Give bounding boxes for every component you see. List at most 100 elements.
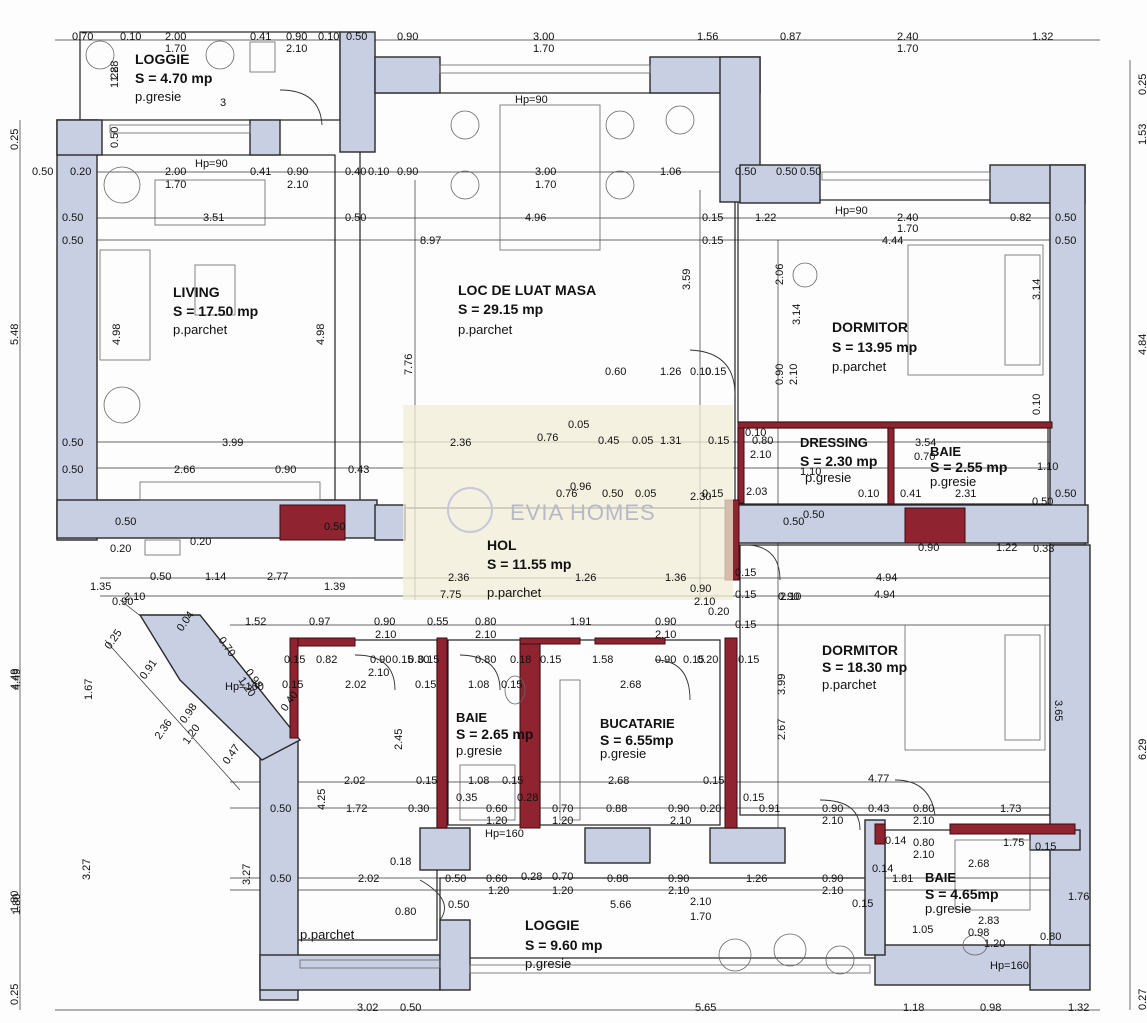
dressing-floor: p.gresie [805, 470, 851, 485]
dimension-label: 2.10 [690, 896, 711, 908]
room-labels: LOGGIE S = 4.70 mp p.gresie LIVING S = 1… [135, 51, 1007, 971]
walls [56, 31, 1091, 1001]
dimension-label: 1.20 [486, 815, 507, 827]
dimension-label: 1.26 [575, 572, 596, 584]
dimension-label: 0.15 [705, 366, 726, 378]
dimension-label: 3.54 [915, 437, 936, 449]
dimension-label: 1.08 [468, 679, 489, 691]
watermark-text: EVIA HOMES [510, 500, 656, 525]
dimension-label: 1.20 [984, 938, 1005, 950]
partition-walls [279, 421, 1076, 845]
dimension-label: 2.10 [780, 591, 801, 603]
dimension-label: 1.70 [165, 179, 186, 191]
hall-name: HOL [487, 537, 517, 553]
dimension-label: 0.70 [914, 451, 935, 463]
dimension-label: 2.10 [913, 815, 934, 827]
dimension-label: 0.50 [776, 166, 797, 178]
dimension-label: 2.10 [286, 43, 307, 55]
dimension-label: 0.30 [408, 803, 429, 815]
dimension-label: 2.00 [165, 166, 186, 178]
dimension-label: 0.88 [606, 803, 627, 815]
dimension-label: 2.45 [393, 729, 405, 750]
dimension-label: 1.39 [324, 581, 345, 593]
dimension-label: 0.15 [284, 654, 305, 666]
dimension-label: 4.94 [874, 589, 895, 601]
dimension-label: 2.10 [670, 815, 691, 827]
dimension-label: 3.59 [681, 269, 693, 290]
dimension-label: 0.90 [286, 31, 307, 43]
dimension-label: 4.96 [525, 212, 546, 224]
dimension-label: 0.80 [475, 654, 496, 666]
dimension-label: 2.36 [153, 717, 175, 741]
dimension-label: 0.18 [510, 654, 531, 666]
dimension-label: 4.49 [9, 669, 21, 690]
dimension-label: 0.80 [475, 616, 496, 628]
dimension-label: 0.90 [275, 464, 296, 476]
dimension-label: 0.90 [668, 803, 689, 815]
living-floor: p.parchet [173, 322, 228, 337]
dimension-label: 3 [220, 97, 226, 109]
furniture [85, 40, 1046, 975]
living-name: LIVING [173, 284, 220, 300]
dimension-label: Hp=90 [195, 158, 228, 170]
dimension-label: 0.80 [913, 837, 934, 849]
dimension-label: 2.31 [955, 488, 976, 500]
dimension-label: 3.27 [241, 864, 253, 885]
dimension-label: 0.25 [103, 627, 125, 651]
dimension-label: 2.10 [475, 629, 496, 641]
dimension-label: 0.50 [32, 166, 53, 178]
dimension-label: 5.48 [9, 324, 21, 345]
dimension-label: 1.76 [1068, 891, 1089, 903]
dimension-label: 0.50 [735, 166, 756, 178]
dimension-label: Hp=160 [990, 960, 1029, 972]
dimension-label: 2.10 [124, 591, 145, 603]
dimension-label: 2.83 [978, 915, 999, 927]
dimension-label: 1.36 [665, 572, 686, 584]
dimension-label: 0.50 [783, 516, 804, 528]
dimension-label: 0.15 [683, 654, 704, 666]
dimension-label: 0.20 [190, 536, 211, 548]
dimension-label: 1.70 [897, 223, 918, 235]
dimension-label: 0.15 [852, 898, 873, 910]
dimension-label: 2.68 [620, 679, 641, 691]
dimension-label: 0.80 [752, 435, 773, 447]
dimension-label: 0.15 [702, 212, 723, 224]
bath1-floor: p.gresie [930, 474, 976, 489]
dimension-label: 2.10 [694, 596, 715, 608]
dimension-label: 0.50 [62, 212, 83, 224]
dimension-label: 0.20 [697, 654, 718, 666]
dimension-label: 0.41 [250, 166, 271, 178]
dimension-label: 0.15 [708, 435, 729, 447]
bath2-floor: p.gresie [456, 743, 502, 758]
dimension-label: 1.35 [90, 581, 111, 593]
dimension-label: 0.90 [370, 654, 391, 666]
dimension-label: 1.28 [109, 61, 121, 82]
dimension-label: 0.50 [345, 212, 366, 224]
dimension-label: 1.22 [996, 542, 1017, 554]
dimension-label: 0.15 [702, 235, 723, 247]
dimension-label: 5.65 [695, 1002, 716, 1014]
dimension-label: 4.49 [11, 669, 23, 690]
dimension-label: 1.10 [800, 466, 821, 478]
dimension-label: 0.15 [418, 654, 439, 666]
dimension-label: 0.10 [1031, 394, 1043, 415]
dimension-label: 0.43 [348, 464, 369, 476]
dimension-label: 2.10 [750, 449, 771, 461]
dimension-label: 0.50 [324, 521, 345, 533]
dimension-label: 1.22 [755, 212, 776, 224]
dimension-label: 0.45 [598, 435, 619, 447]
dimension-label: 2.10 [375, 629, 396, 641]
dimension-label: 6.29 [1137, 739, 1147, 760]
dimension-label: 0.82 [1010, 212, 1031, 224]
hall-floor: p.parchet [487, 585, 542, 600]
dimension-label: 0.14 [885, 835, 906, 847]
loggie-bottom-floor: p.gresie [525, 956, 571, 971]
dimension-label: 1.26 [660, 366, 681, 378]
kitchen-name: BUCATARIE [600, 716, 675, 731]
bath2-area: S = 2.65 mp [456, 726, 533, 742]
dimension-label: 0.90 [822, 873, 843, 885]
dimension-label: 2.10 [913, 849, 934, 861]
dimension-label: 3.99 [222, 437, 243, 449]
dimension-label: 0.96 [570, 481, 591, 493]
